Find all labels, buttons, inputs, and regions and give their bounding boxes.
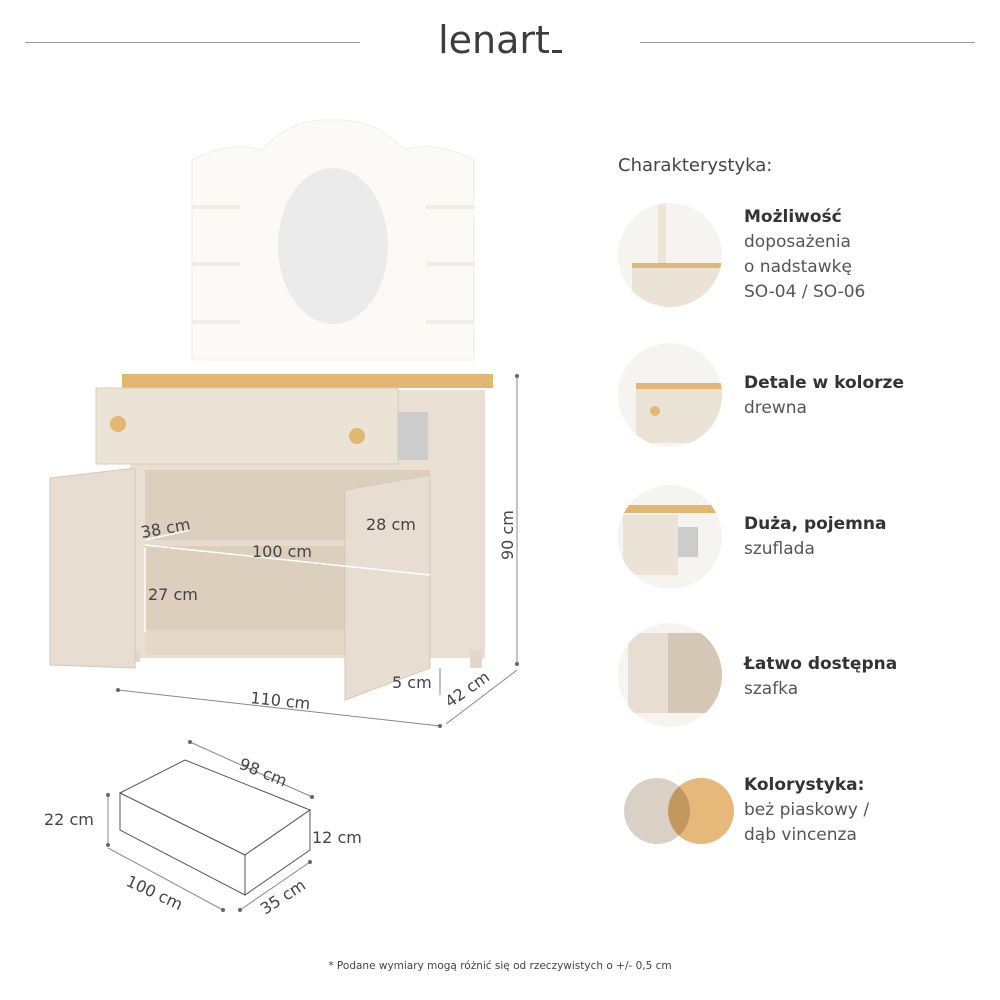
header-divider-left [25,42,360,43]
feature-image-hutch [618,203,722,307]
left-door [49,467,136,669]
dim-plinth: 5 cm [392,673,432,692]
drawer-dim-inner-height: 12 cm [312,828,362,847]
dim-depth: 42 cm [441,667,493,711]
brand-logo: lenart [0,18,1000,62]
feature-image-drawer [618,485,722,589]
footnote: * Podane wymiary mogą różnić się od rzec… [328,960,672,972]
drawer-dim-inner-width: 98 cm [237,754,290,790]
wooden-top [122,374,493,388]
shelf [145,540,430,546]
feature-image-cabinet [618,623,722,727]
feature-colors: Kolorystyka:beż piaskowy /dąb vincenza [744,775,870,845]
dim-shelf-height: 27 cm [148,585,198,604]
dim-width: 110 cm [250,688,312,713]
drawer-dim-height: 22 cm [44,810,94,829]
dim-shelf-width: 100 cm [252,542,312,561]
right-door [344,474,431,701]
color-swatch-oak [668,778,734,844]
dim-door-depth: 28 cm [366,515,416,534]
furniture-illustration: 90 cm 110 cm 42 cm 38 cm 100 cm 28 cm 27… [44,119,519,918]
drawer-dim-width: 100 cm [123,871,185,914]
dim-height: 90 cm [498,510,517,560]
mirror [278,168,388,324]
header-divider-right [640,42,975,43]
characteristics-title: Charakterystyka: [618,155,773,176]
drawer-side [398,412,428,460]
feature-image-wood-details [618,343,722,447]
drawer-front [95,387,399,465]
